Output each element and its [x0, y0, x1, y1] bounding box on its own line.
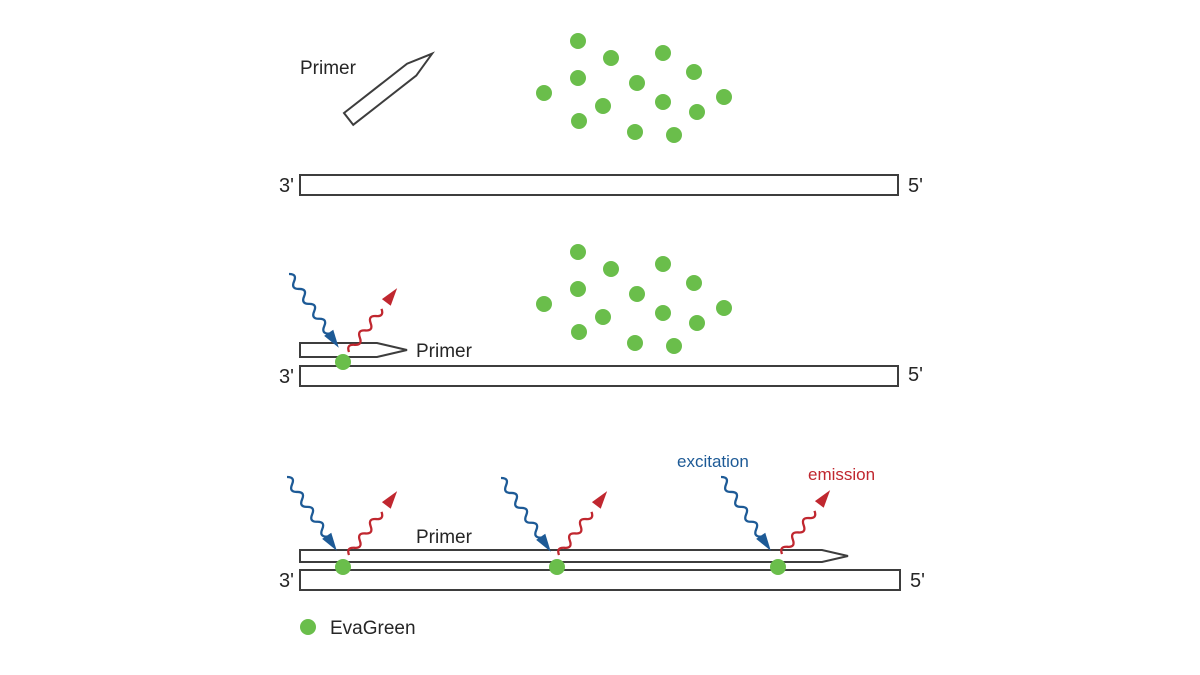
emission-arrow [553, 486, 613, 560]
evagreen-dye-dot [300, 619, 316, 635]
evagreen-dye-dot [655, 94, 671, 110]
evagreen-dye-dot [335, 559, 351, 575]
evagreen-dye-dot [716, 300, 732, 316]
evagreen-dye-dot [655, 45, 671, 61]
excitation-label: excitation [677, 452, 749, 471]
evagreen-dye-dot [629, 286, 645, 302]
bound-dye-bottom [335, 559, 786, 575]
primer-label-bottom: Primer [416, 527, 473, 548]
legend-label: EvaGreen [330, 618, 416, 639]
evagreen-dye-dot [629, 75, 645, 91]
evagreen-dye-dot [666, 127, 682, 143]
evagreen-dye-dot [595, 309, 611, 325]
evagreen-dye-dot [655, 256, 671, 272]
strand-5prime-label: 5' [908, 364, 923, 386]
evagreen-dye-dot [570, 244, 586, 260]
evagreen-dye-dot [603, 50, 619, 66]
panel-annealing: Primer 3' 5' [279, 244, 923, 388]
evagreen-dye-dot [536, 85, 552, 101]
evagreen-dye-dot [570, 70, 586, 86]
evagreen-dye-dot [627, 335, 643, 351]
evagreen-dye-dot [686, 275, 702, 291]
primer-icon [342, 51, 435, 127]
evagreen-dye-dot [689, 104, 705, 120]
evagreen-dye-dot [335, 354, 351, 370]
evagreen-dye-dot [655, 305, 671, 321]
emission-label: emission [808, 465, 875, 484]
emission-arrow [776, 485, 836, 559]
excitation-arrow [495, 473, 557, 557]
template-strand-middle [299, 365, 899, 387]
extended-primer [299, 549, 849, 563]
panel-free-dye: Primer 3' 5' [279, 33, 923, 197]
evagreen-dye-dot [603, 261, 619, 277]
evagreen-dye-dot [570, 281, 586, 297]
dye-cluster-top [536, 33, 732, 143]
primer-label-middle: Primer [416, 341, 473, 362]
evagreen-dye-dot [595, 98, 611, 114]
legend-dye-dot-slot [300, 619, 316, 635]
evagreen-dye-dot [666, 338, 682, 354]
panel-extension: excitation emission Primer 3' 5' [279, 452, 925, 592]
strand-5prime-label: 5' [910, 570, 925, 592]
excitation-arrow [281, 472, 343, 556]
evagreen-dye-dot [570, 33, 586, 49]
legend: EvaGreen [300, 618, 416, 639]
bound-dye-middle [335, 354, 351, 370]
strand-3prime-label: 3' [279, 175, 294, 197]
strand-3prime-label: 3' [279, 366, 294, 388]
dye-cluster-middle [536, 244, 732, 354]
strand-5prime-label: 5' [908, 175, 923, 197]
annealed-primer [299, 342, 408, 358]
excitation-arrow [283, 269, 345, 353]
evagreen-dye-dot [686, 64, 702, 80]
evagreen-dye-dot [689, 315, 705, 331]
template-strand-bottom [299, 569, 901, 591]
emission-arrow [343, 486, 403, 560]
evagreen-dye-dot [536, 296, 552, 312]
primer-label-top: Primer [300, 58, 357, 79]
evagreen-dye-dot [571, 324, 587, 340]
strand-3prime-label: 3' [279, 570, 294, 592]
evagreen-dye-dot [571, 113, 587, 129]
evagreen-dye-dot [549, 559, 565, 575]
excitation-arrow [715, 472, 777, 556]
evagreen-dye-dot [770, 559, 786, 575]
template-strand-top [299, 174, 899, 196]
evagreen-dye-dot [716, 89, 732, 105]
evagreen-dye-dot [627, 124, 643, 140]
